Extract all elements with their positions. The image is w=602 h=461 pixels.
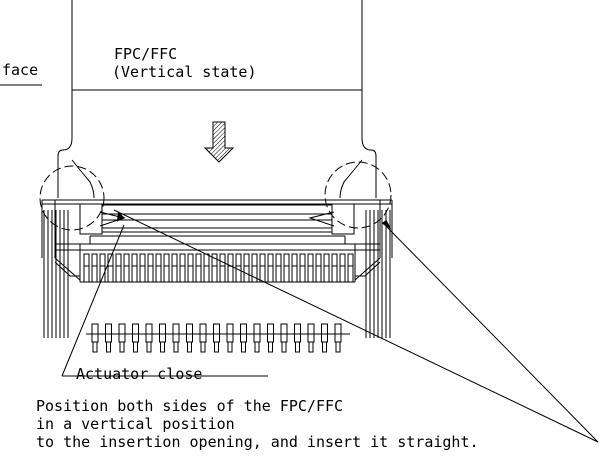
- lower-contact: [186, 323, 193, 343]
- lower-contact-tail: [173, 342, 179, 353]
- instruction-line-3: to the insertion opening, and insert it …: [36, 433, 479, 451]
- lower-contact-tail: [200, 342, 206, 353]
- lower-contact: [91, 323, 99, 343]
- upper-contact: [179, 253, 186, 282]
- leader-lines: [0, 84, 599, 443]
- upper-contact-row: [83, 253, 354, 282]
- upper-contact: [99, 253, 106, 282]
- lower-contact-tail: [335, 342, 341, 353]
- upper-contact: [291, 253, 298, 282]
- lower-contact-tail: [268, 342, 273, 353]
- lower-contact-tail: [119, 342, 125, 353]
- upper-contact: [251, 253, 258, 282]
- lower-contact-tail: [187, 342, 192, 353]
- upper-contact: [227, 253, 234, 282]
- lower-contact-tail: [281, 342, 287, 353]
- upper-contact: [163, 253, 170, 282]
- lower-contact: [172, 323, 180, 343]
- actuator-close-label: Actuator close: [76, 365, 203, 383]
- upper-contact: [331, 253, 338, 282]
- lower-contact: [334, 323, 342, 343]
- upper-contact: [187, 253, 194, 282]
- upper-contact: [155, 253, 162, 282]
- instruction-line-2: in a vertical position: [36, 415, 235, 433]
- lower-contact: [213, 323, 220, 343]
- lower-contact-tail: [214, 342, 219, 353]
- side-leads: [43, 210, 391, 338]
- lower-contact: [240, 323, 247, 343]
- lower-contact: [132, 323, 139, 343]
- lower-contact: [118, 323, 126, 343]
- upper-contact: [307, 253, 314, 282]
- upper-contact: [243, 253, 250, 282]
- upper-contact: [107, 253, 114, 282]
- fpc-title-label: FPC/FFC: [114, 45, 178, 63]
- lower-contact: [280, 323, 288, 343]
- upper-contact: [91, 253, 98, 282]
- surface-label-partial: face: [2, 61, 39, 79]
- lower-contact-tail: [295, 342, 300, 353]
- upper-contact: [195, 253, 202, 282]
- upper-contact: [83, 253, 90, 282]
- upper-contact: [203, 253, 210, 282]
- upper-contact: [147, 253, 154, 282]
- lower-contact: [105, 323, 112, 343]
- upper-contact: [123, 253, 130, 282]
- upper-contact: [283, 253, 290, 282]
- upper-contact: [315, 253, 322, 282]
- upper-contact: [171, 253, 178, 282]
- upper-contact: [339, 253, 346, 282]
- upper-contact: [235, 253, 242, 282]
- upper-contact: [275, 253, 282, 282]
- upper-contact: [267, 253, 274, 282]
- upper-contact: [139, 253, 146, 282]
- lower-contact: [159, 323, 166, 343]
- upper-contact: [347, 253, 354, 282]
- lower-contact-tail: [241, 342, 246, 353]
- lower-contact-tail: [227, 342, 233, 353]
- lower-contact: [294, 323, 301, 343]
- lower-contact-tail: [322, 342, 327, 353]
- upper-contact: [211, 253, 218, 282]
- lower-contact: [253, 323, 261, 343]
- lower-contact-row: [86, 323, 350, 353]
- fpc-cable-outline: [57, 0, 377, 199]
- upper-contact: [323, 253, 330, 282]
- lower-contact: [267, 323, 274, 343]
- upper-contact: [299, 253, 306, 282]
- insertion-arrow: [203, 121, 235, 163]
- lower-contact-tail: [92, 342, 98, 353]
- lower-contact: [199, 323, 207, 343]
- upper-contact: [115, 253, 122, 282]
- lower-contact: [145, 323, 153, 343]
- lower-contact-tail: [106, 342, 111, 353]
- lower-contact-tail: [133, 342, 138, 353]
- lower-contact-tail: [308, 342, 314, 353]
- detail-circles: [39, 161, 392, 231]
- lower-contact: [321, 323, 328, 343]
- lower-contact-tail: [160, 342, 165, 353]
- upper-contact: [219, 253, 226, 282]
- connector-housing: [41, 199, 393, 283]
- fpc-state-label: (Vertical state): [112, 63, 257, 81]
- upper-contact: [131, 253, 138, 282]
- lower-contact-tail: [146, 342, 152, 353]
- lower-contact: [226, 323, 234, 343]
- lower-contact-tail: [254, 342, 260, 353]
- instruction-line-1: Position both sides of the FPC/FFC: [36, 397, 344, 415]
- upper-contact: [259, 253, 266, 282]
- lower-contact: [307, 323, 315, 343]
